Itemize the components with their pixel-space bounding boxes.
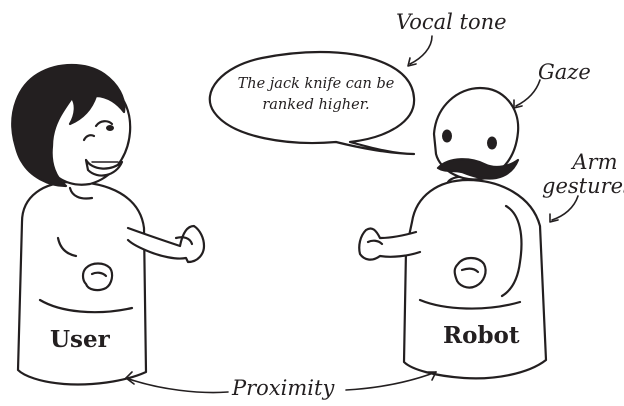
robot-head bbox=[432, 86, 520, 181]
arm-gestures-line-2: gestures bbox=[542, 174, 624, 198]
user-body bbox=[16, 180, 148, 386]
user-right-arm bbox=[126, 224, 206, 264]
vocal-tone-label: Vocal tone bbox=[396, 10, 507, 34]
proximity-label: Proximity bbox=[232, 376, 335, 400]
robot-figure bbox=[358, 86, 548, 380]
speech-text: The jack knife can be ranked higher. bbox=[222, 74, 410, 116]
arm-gestures-line-1: Arm bbox=[572, 150, 618, 174]
speech-line-1: The jack knife can be bbox=[237, 76, 395, 92]
pointer-arrows bbox=[125, 35, 579, 394]
user-fist bbox=[81, 262, 114, 292]
robot-fist bbox=[453, 256, 487, 289]
user-figure bbox=[11, 64, 206, 386]
speech-line-2: ranked higher. bbox=[262, 97, 370, 113]
robot-right-eye bbox=[487, 136, 497, 150]
robot-visor bbox=[436, 158, 520, 180]
robot-left-arm bbox=[358, 227, 422, 261]
user-hair bbox=[11, 64, 126, 188]
arm-gestures-label: Arm gestures bbox=[542, 150, 624, 198]
speech-bubble bbox=[208, 50, 416, 156]
user-smile bbox=[84, 158, 124, 177]
robot-left-eye bbox=[442, 129, 452, 143]
user-label: User bbox=[50, 326, 110, 353]
gaze-label: Gaze bbox=[538, 60, 591, 84]
robot-label: Robot bbox=[443, 322, 520, 349]
